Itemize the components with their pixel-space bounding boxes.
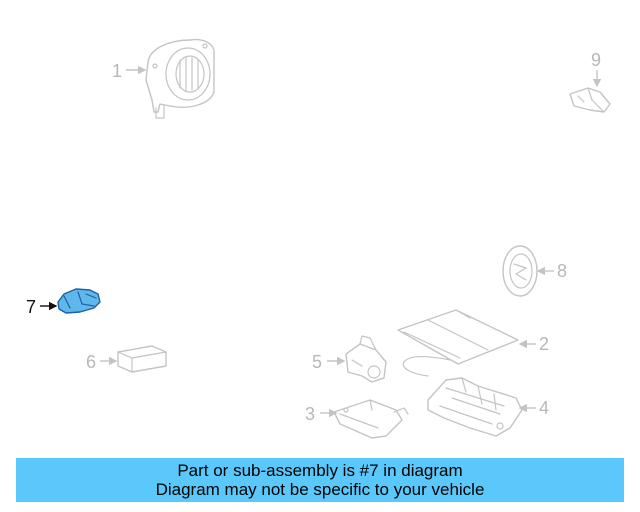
part-3[interactable] bbox=[333, 399, 409, 439]
part-2[interactable] bbox=[397, 309, 519, 377]
callout-1: 1 bbox=[112, 61, 122, 81]
banner-line-1: Part or sub-assembly is #7 in diagram bbox=[177, 461, 463, 480]
banner-line-2: Diagram may not be specific to your vehi… bbox=[155, 480, 485, 499]
callout-7: 7 bbox=[26, 297, 36, 317]
part-6[interactable] bbox=[117, 345, 167, 373]
part-4[interactable] bbox=[427, 377, 523, 437]
callout-4: 4 bbox=[539, 398, 549, 418]
part-1[interactable] bbox=[145, 38, 215, 119]
part-8[interactable] bbox=[502, 245, 538, 297]
callout-2: 2 bbox=[539, 334, 549, 354]
callout-3: 3 bbox=[305, 404, 315, 424]
callout-8: 8 bbox=[557, 261, 567, 281]
parts-diagram: 1 9 8 7 6 2 5 bbox=[26, 38, 611, 439]
callout-9: 9 bbox=[591, 50, 601, 70]
part-5[interactable] bbox=[345, 335, 387, 383]
info-banner: Part or sub-assembly is #7 in diagram Di… bbox=[16, 458, 624, 502]
part-7-highlighted[interactable] bbox=[57, 288, 101, 314]
callout-5: 5 bbox=[312, 352, 322, 372]
part-9[interactable] bbox=[569, 87, 611, 113]
callout-6: 6 bbox=[86, 352, 96, 372]
